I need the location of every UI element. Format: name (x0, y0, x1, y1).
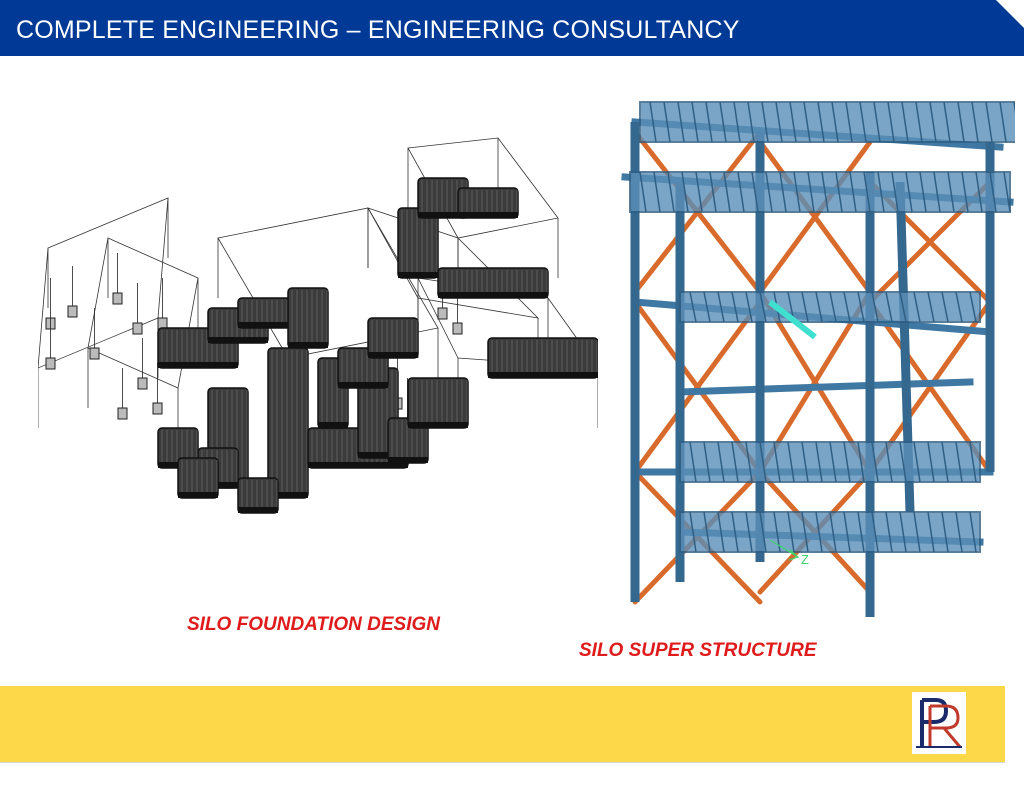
deck-grating (629, 171, 1011, 213)
deck-grating (679, 441, 981, 483)
axis-z-label: Z (801, 552, 809, 567)
foundation-block (267, 347, 309, 499)
steel-beam (676, 378, 974, 396)
silo-foundation-model-image (38, 137, 598, 514)
foundation-block (457, 187, 519, 219)
pile-cap (45, 357, 56, 370)
deck-grating (639, 101, 1015, 143)
deck-grating (679, 291, 981, 323)
highlight-member (768, 299, 817, 340)
bracing-member (632, 299, 763, 475)
footer-divider (0, 762, 1005, 763)
pile-cap (437, 307, 448, 320)
foundation-block (437, 267, 549, 299)
superstructure-caption: SILO SUPER STRUCTURE (579, 640, 817, 661)
pile-cap (67, 305, 78, 318)
pile-cap (137, 377, 148, 390)
foundation-block (397, 207, 439, 279)
page-title: COMPLETE ENGINEERING – ENGINEERING CONSU… (16, 16, 740, 44)
footer-band (0, 686, 1005, 762)
foundation-block (237, 477, 279, 514)
pile-cap (112, 292, 123, 305)
foundation-block (367, 317, 419, 359)
foundation-block (177, 457, 219, 499)
foundation-caption: SILO FOUNDATION DESIGN (187, 614, 440, 635)
title-bar: COMPLETE ENGINEERING – ENGINEERING CONSU… (0, 0, 1024, 56)
pile-cap (117, 407, 128, 420)
axis-indicator: Z (769, 539, 809, 567)
deck-grating (679, 511, 981, 553)
pile-cap (152, 402, 163, 415)
pile-cap (452, 322, 463, 335)
title-bar-shape (0, 0, 1024, 56)
silo-superstructure-model-image: Z (621, 101, 1015, 617)
bracing-member (757, 139, 873, 295)
foundation-block (407, 377, 469, 429)
company-logo-icon (912, 692, 966, 754)
pile-cap (89, 347, 100, 360)
foundation-block (287, 287, 329, 349)
pile-cap (132, 322, 143, 335)
foundation-block (487, 337, 598, 379)
